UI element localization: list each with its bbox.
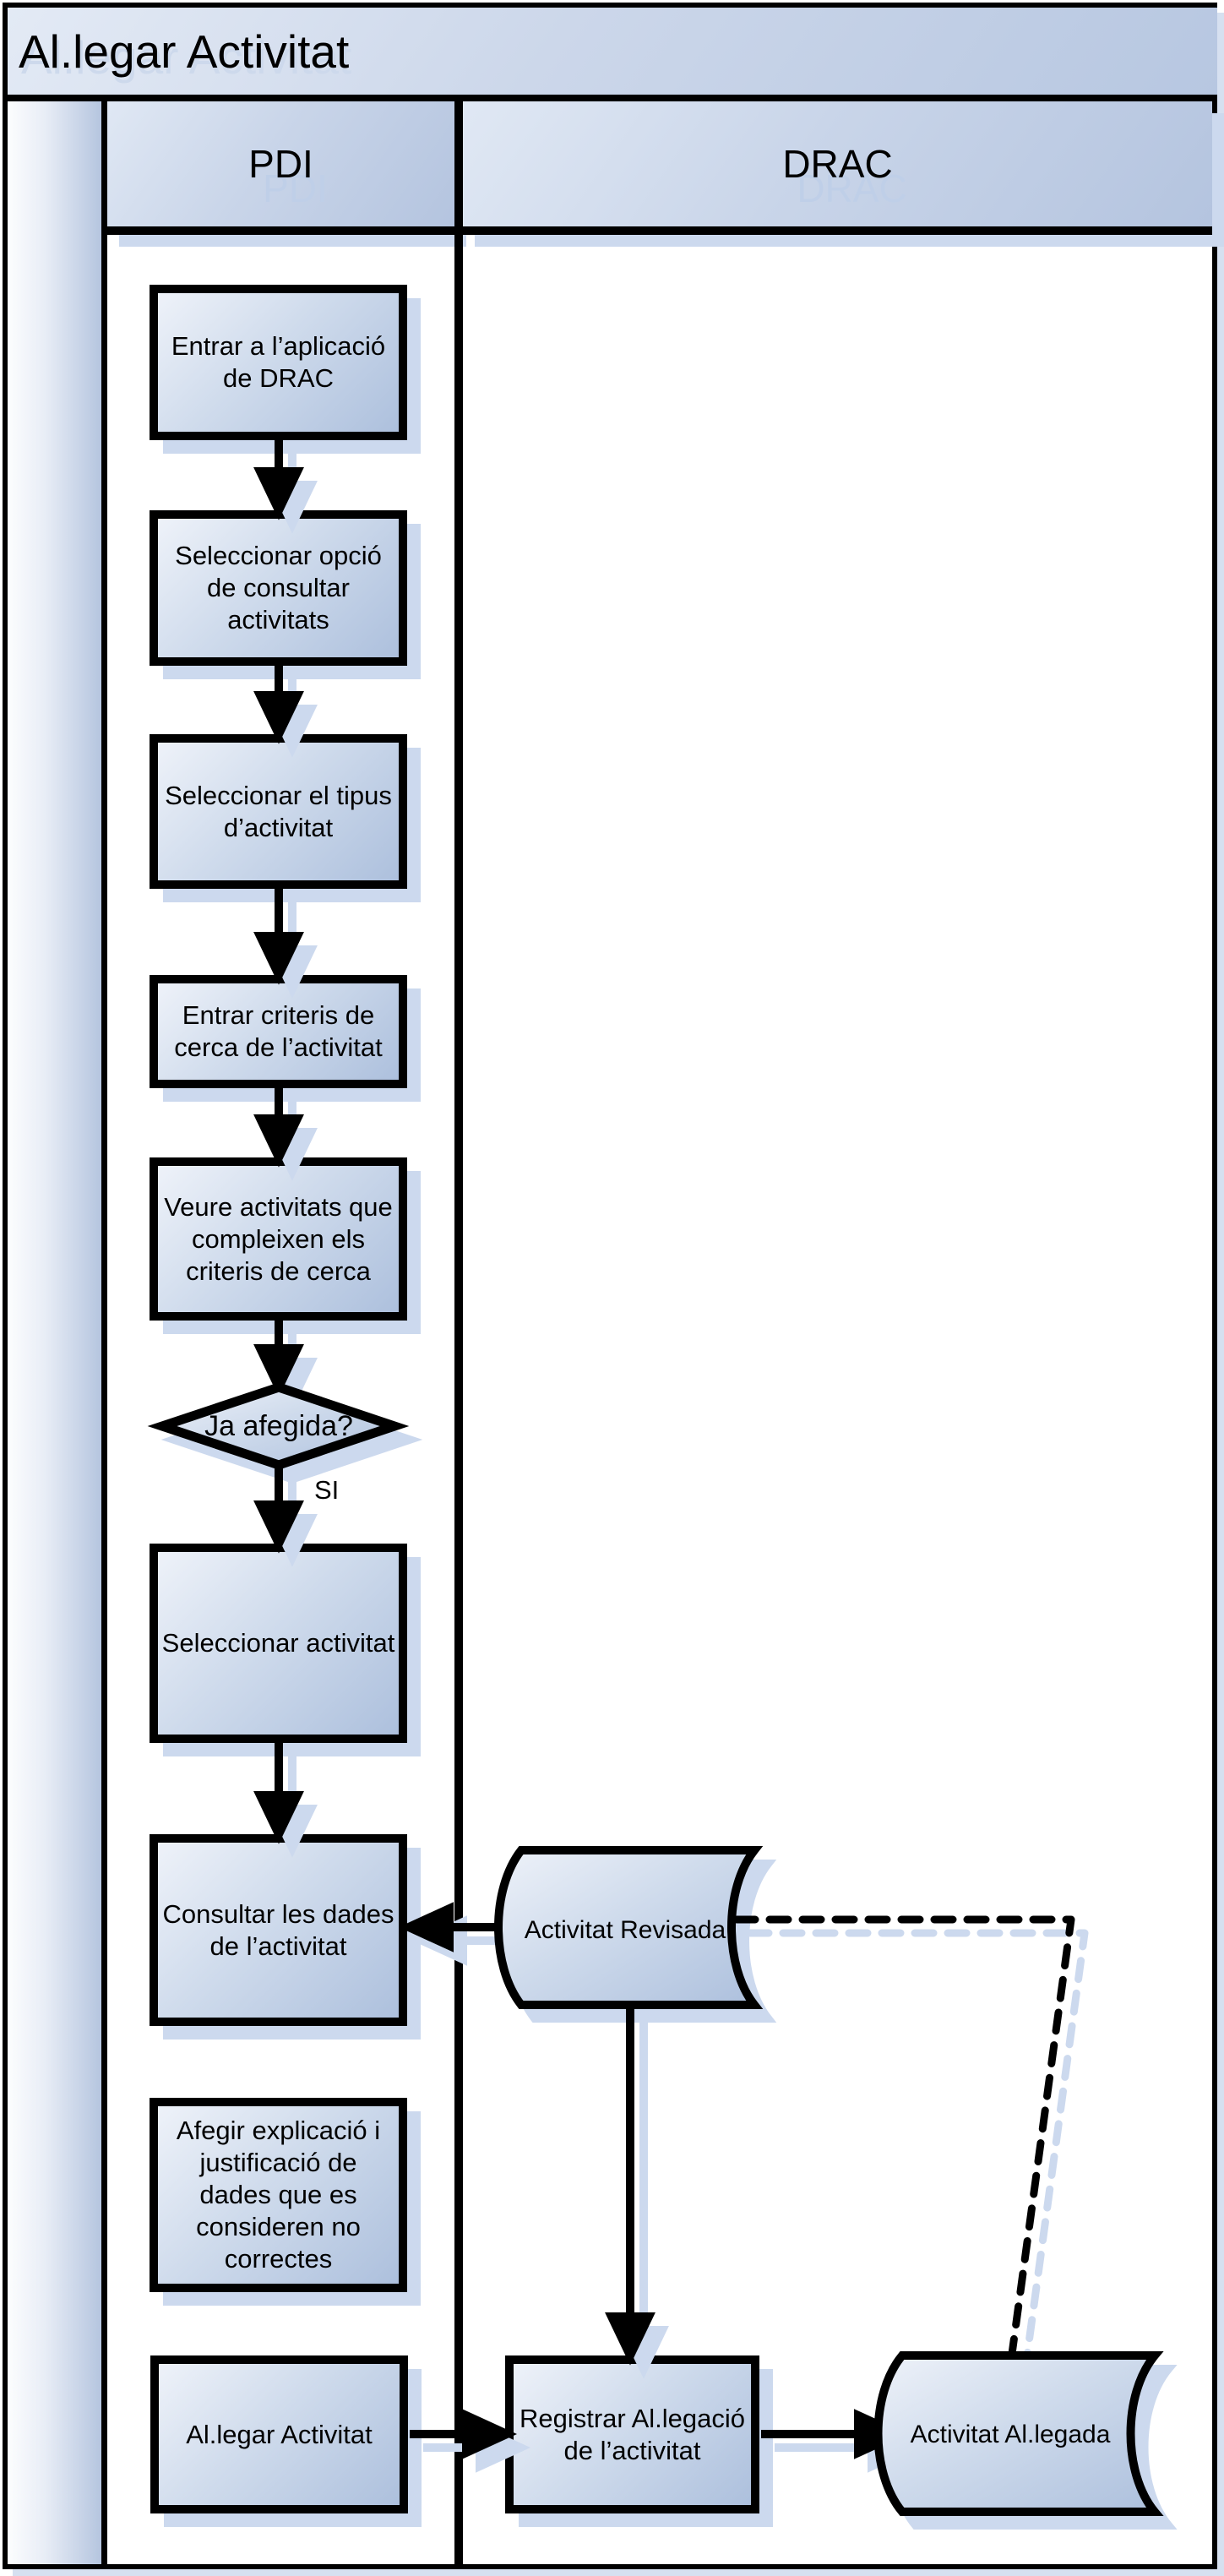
step-label: Consultar les dades de l’activitat — [162, 1898, 394, 1961]
diagram-title: Al.legar Activitat — [19, 25, 350, 78]
step-label: Seleccionar el tipus d’activitat — [165, 780, 392, 842]
step-label: Registrar Al.legació de l’activitat — [519, 2403, 746, 2465]
lane-header-drac: DRAC — [463, 101, 1212, 235]
lane-header-pdi-label: PDI — [248, 142, 313, 186]
step-label: Afegir explicació i justificació de dade… — [176, 2116, 381, 2274]
pool-spine — [8, 101, 107, 2564]
step-label: Al.legar Activitat — [186, 2419, 373, 2449]
step-label: Veure activitats que compleixen els crit… — [164, 1191, 393, 1286]
step-label: Seleccionar opció de consultar activitat… — [175, 541, 382, 634]
step-entrar-criteris: Entrar criteris de cerca de l’activitat — [150, 975, 407, 1088]
step-entrar-aplicacio: Entrar a l’aplicació de DRAC — [150, 285, 407, 440]
step-label: Seleccionar activitat — [161, 1628, 395, 1658]
step-seleccionar-tipus: Seleccionar el tipus d’activitat — [150, 734, 407, 889]
step-veure-activitats: Veure activitats que compleixen els crit… — [150, 1157, 407, 1321]
lane-header-pdi: PDI — [107, 101, 454, 235]
step-seleccionar-activitat: Seleccionar activitat — [150, 1544, 407, 1743]
diagram-title-bar: Al.legar Activitat — [8, 8, 1217, 101]
step-label: Entrar criteris de cerca de l’activitat — [174, 1000, 383, 1062]
lane-header-drac-label: DRAC — [782, 142, 893, 186]
step-consultar-dades: Consultar les dades de l’activitat — [150, 1834, 407, 2026]
step-seleccionar-opcio: Seleccionar opció de consultar activitat… — [150, 510, 407, 666]
lane-divider — [454, 101, 463, 2564]
step-label: Entrar a l’aplicació de DRAC — [171, 331, 386, 393]
step-afegir-explicacio: Afegir explicació i justificació de dade… — [150, 2098, 407, 2292]
step-registrar-allegacio: Registrar Al.legació de l’activitat — [505, 2355, 759, 2513]
step-allegar-activitat: Al.legar Activitat — [150, 2355, 408, 2513]
